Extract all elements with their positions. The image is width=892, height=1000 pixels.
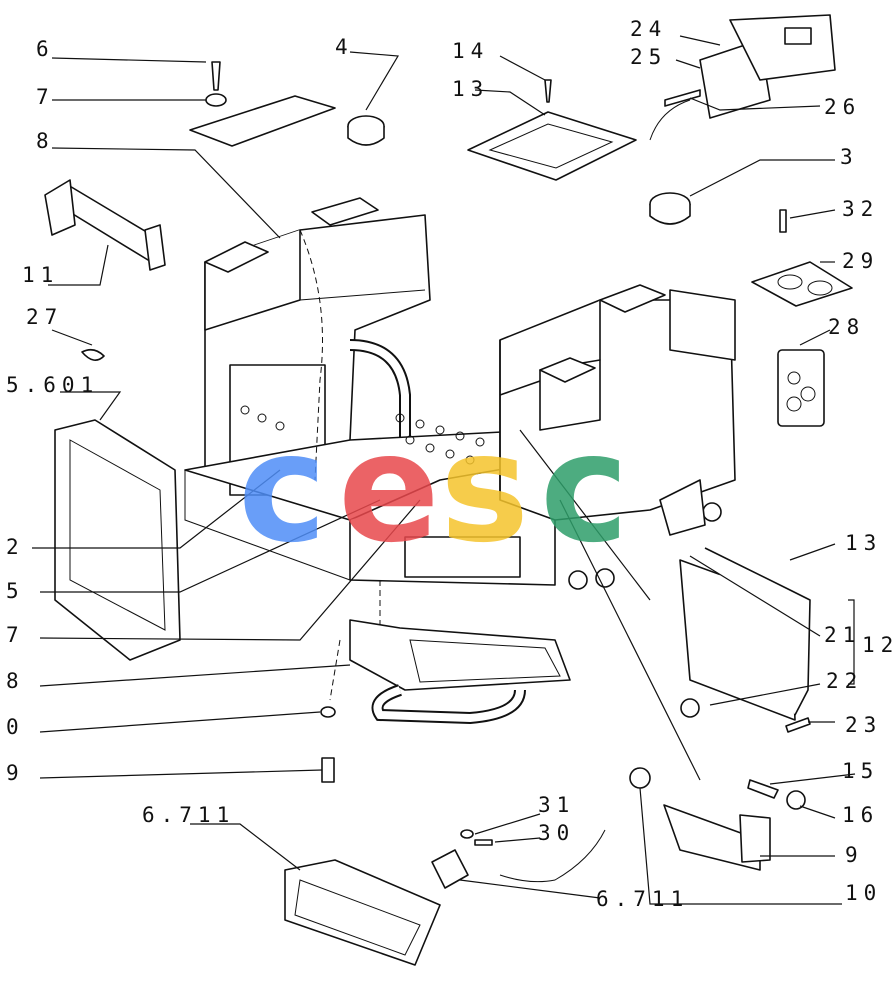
callout-labels: 6 7 8 4 14 13 24 25 26 3 32 29 28 11 27 …: [6, 17, 892, 911]
callout-6-711-right: 6.711: [596, 887, 689, 911]
watermark-letter-c2: c: [540, 402, 629, 576]
bracket-12: [848, 599, 855, 685]
callout-11: 11: [22, 263, 59, 287]
filler-caps: [347, 115, 691, 225]
callout-14: 14: [452, 39, 489, 63]
chassis-frame: [146, 197, 736, 701]
callout-7: 7: [36, 85, 55, 109]
watermark-letter-c1: c: [238, 402, 327, 576]
callout-10: 10: [845, 881, 882, 905]
callout-16: 16: [842, 803, 879, 827]
callout-6-711-left: 6.711: [142, 803, 235, 827]
access-step: [320, 619, 571, 783]
watermark-letter-e: e: [338, 402, 440, 576]
callout-12: 12: [862, 633, 892, 657]
callout-2: 2: [6, 535, 25, 559]
callout-24: 24: [630, 17, 667, 41]
callout-8: 8: [36, 129, 55, 153]
callout-29: 29: [842, 249, 879, 273]
callout-27: 27: [26, 305, 63, 329]
callout-8-lower: 8: [6, 669, 25, 693]
callout-21: 21: [824, 623, 861, 647]
upper-inspection-cover: [467, 79, 637, 181]
lower-right-cover: [629, 767, 806, 871]
callout-5: 5: [6, 579, 25, 603]
callout-7-lower: 7: [6, 623, 25, 647]
latch-assembly: [649, 14, 836, 141]
callout-32: 32: [842, 197, 879, 221]
callout-5-601: 5.601: [6, 373, 99, 397]
callout-13-right: 13: [845, 531, 882, 555]
callout-9-left: 9: [6, 761, 25, 785]
callout-13-top: 13: [452, 77, 489, 101]
left-frame-assembly: [54, 348, 181, 661]
callout-31: 31: [538, 793, 575, 817]
lower-tray-assembly: [284, 859, 441, 966]
right-access-panel: [679, 547, 811, 733]
callout-23: 23: [845, 713, 882, 737]
right-side-panels: [751, 209, 853, 427]
callout-9-right: 9: [845, 843, 864, 867]
watermark-letter-s: s: [440, 402, 529, 576]
callout-26: 26: [824, 95, 861, 119]
top-cover-plate: [189, 61, 336, 147]
callout-0: 0: [6, 715, 25, 739]
callout-28: 28: [828, 315, 865, 339]
leader-lines: [32, 35, 856, 905]
grab-strap: [44, 179, 166, 271]
callout-30: 30: [538, 821, 575, 845]
callout-3: 3: [840, 145, 859, 169]
callout-15: 15: [842, 759, 879, 783]
cesc-watermark: c e s c: [238, 402, 629, 576]
callout-6: 6: [36, 37, 55, 61]
callout-25: 25: [630, 45, 667, 69]
sensor-harness: [431, 829, 606, 889]
callout-4: 4: [335, 35, 354, 59]
callout-22: 22: [826, 669, 863, 693]
